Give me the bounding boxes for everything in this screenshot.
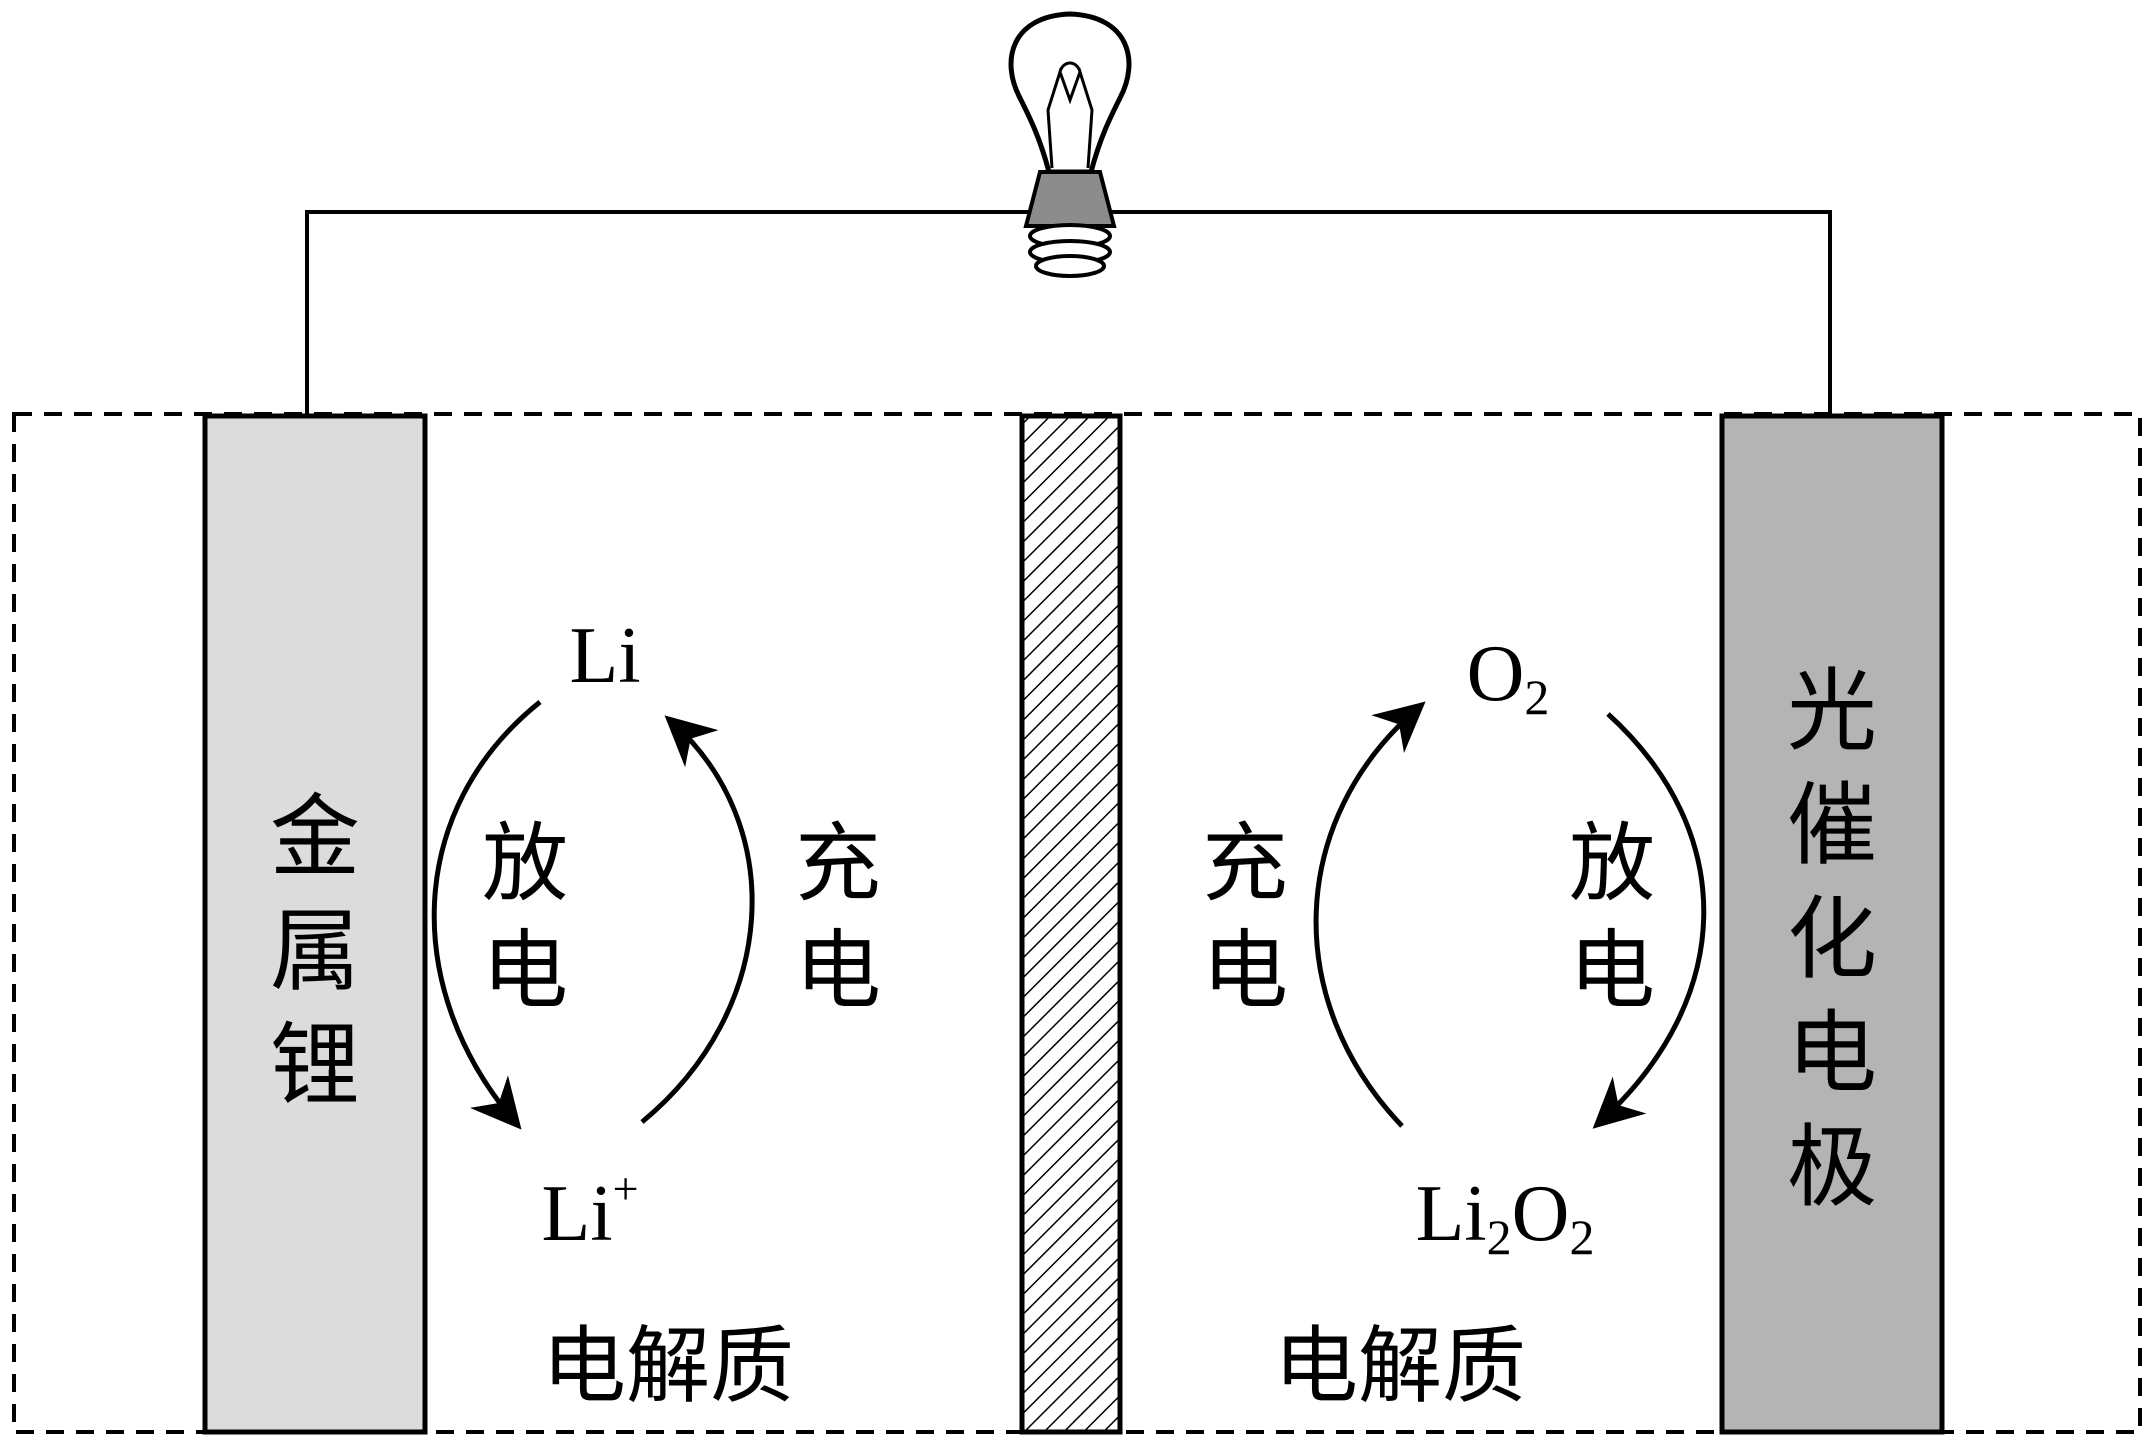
right-electrode bbox=[1719, 413, 1945, 1435]
left-electrode-char-1: 金 bbox=[270, 785, 360, 890]
left-electrode-char-3: 锂 bbox=[270, 1013, 360, 1118]
left-charge-char-2: 电 bbox=[795, 921, 881, 1021]
left-discharge-arrow bbox=[431, 700, 542, 1130]
right-electrode-char-3: 化 bbox=[1787, 887, 1877, 992]
li-top-label: Li bbox=[569, 612, 640, 700]
right-electrode-char-2: 催 bbox=[1787, 773, 1877, 878]
separator bbox=[1019, 413, 1123, 1435]
li2o2-sub2: 2 bbox=[1569, 1209, 1594, 1265]
li2o2-label: Li2O2 bbox=[1416, 1170, 1595, 1265]
o2-sub: 2 bbox=[1524, 669, 1549, 725]
left-electrode bbox=[202, 413, 428, 1435]
left-discharge-char-2: 电 bbox=[482, 921, 568, 1021]
electrolyte-right-label: 电解质 bbox=[1274, 1317, 1526, 1415]
li2o2-sub1: 2 bbox=[1487, 1209, 1512, 1265]
bulb-base bbox=[1023, 170, 1117, 228]
lightbulb-icon bbox=[1008, 11, 1132, 278]
right-electrode-char-1: 光 bbox=[1787, 659, 1877, 764]
right-discharge-arrow bbox=[1592, 712, 1707, 1129]
o2-base: O bbox=[1467, 630, 1525, 718]
li-ion-base: Li bbox=[541, 1170, 612, 1258]
li2o2-part1: Li bbox=[1416, 1170, 1487, 1258]
left-charge-arrow bbox=[640, 715, 755, 1124]
left-charge-char-1: 充 bbox=[795, 814, 881, 914]
left-discharge-char-1: 放 bbox=[482, 814, 568, 914]
right-discharge-char-1: 放 bbox=[1569, 814, 1655, 914]
right-charge-char-1: 充 bbox=[1202, 814, 1288, 914]
o2-label: O2 bbox=[1467, 630, 1550, 725]
li-ion-sup: + bbox=[613, 1163, 639, 1214]
right-electrode-char-5: 极 bbox=[1787, 1115, 1877, 1220]
electrolyte-left-label: 电解质 bbox=[542, 1317, 794, 1415]
right-electrode-char-4: 电 bbox=[1787, 1001, 1877, 1106]
right-charge-arrow bbox=[1313, 701, 1426, 1128]
right-charge-char-2: 电 bbox=[1202, 921, 1288, 1021]
left-electrode-char-2: 属 bbox=[270, 899, 360, 1004]
right-discharge-char-2: 电 bbox=[1569, 921, 1655, 1021]
li2o2-part2: O bbox=[1512, 1170, 1570, 1258]
li-ion-label: Li+ bbox=[541, 1163, 638, 1258]
